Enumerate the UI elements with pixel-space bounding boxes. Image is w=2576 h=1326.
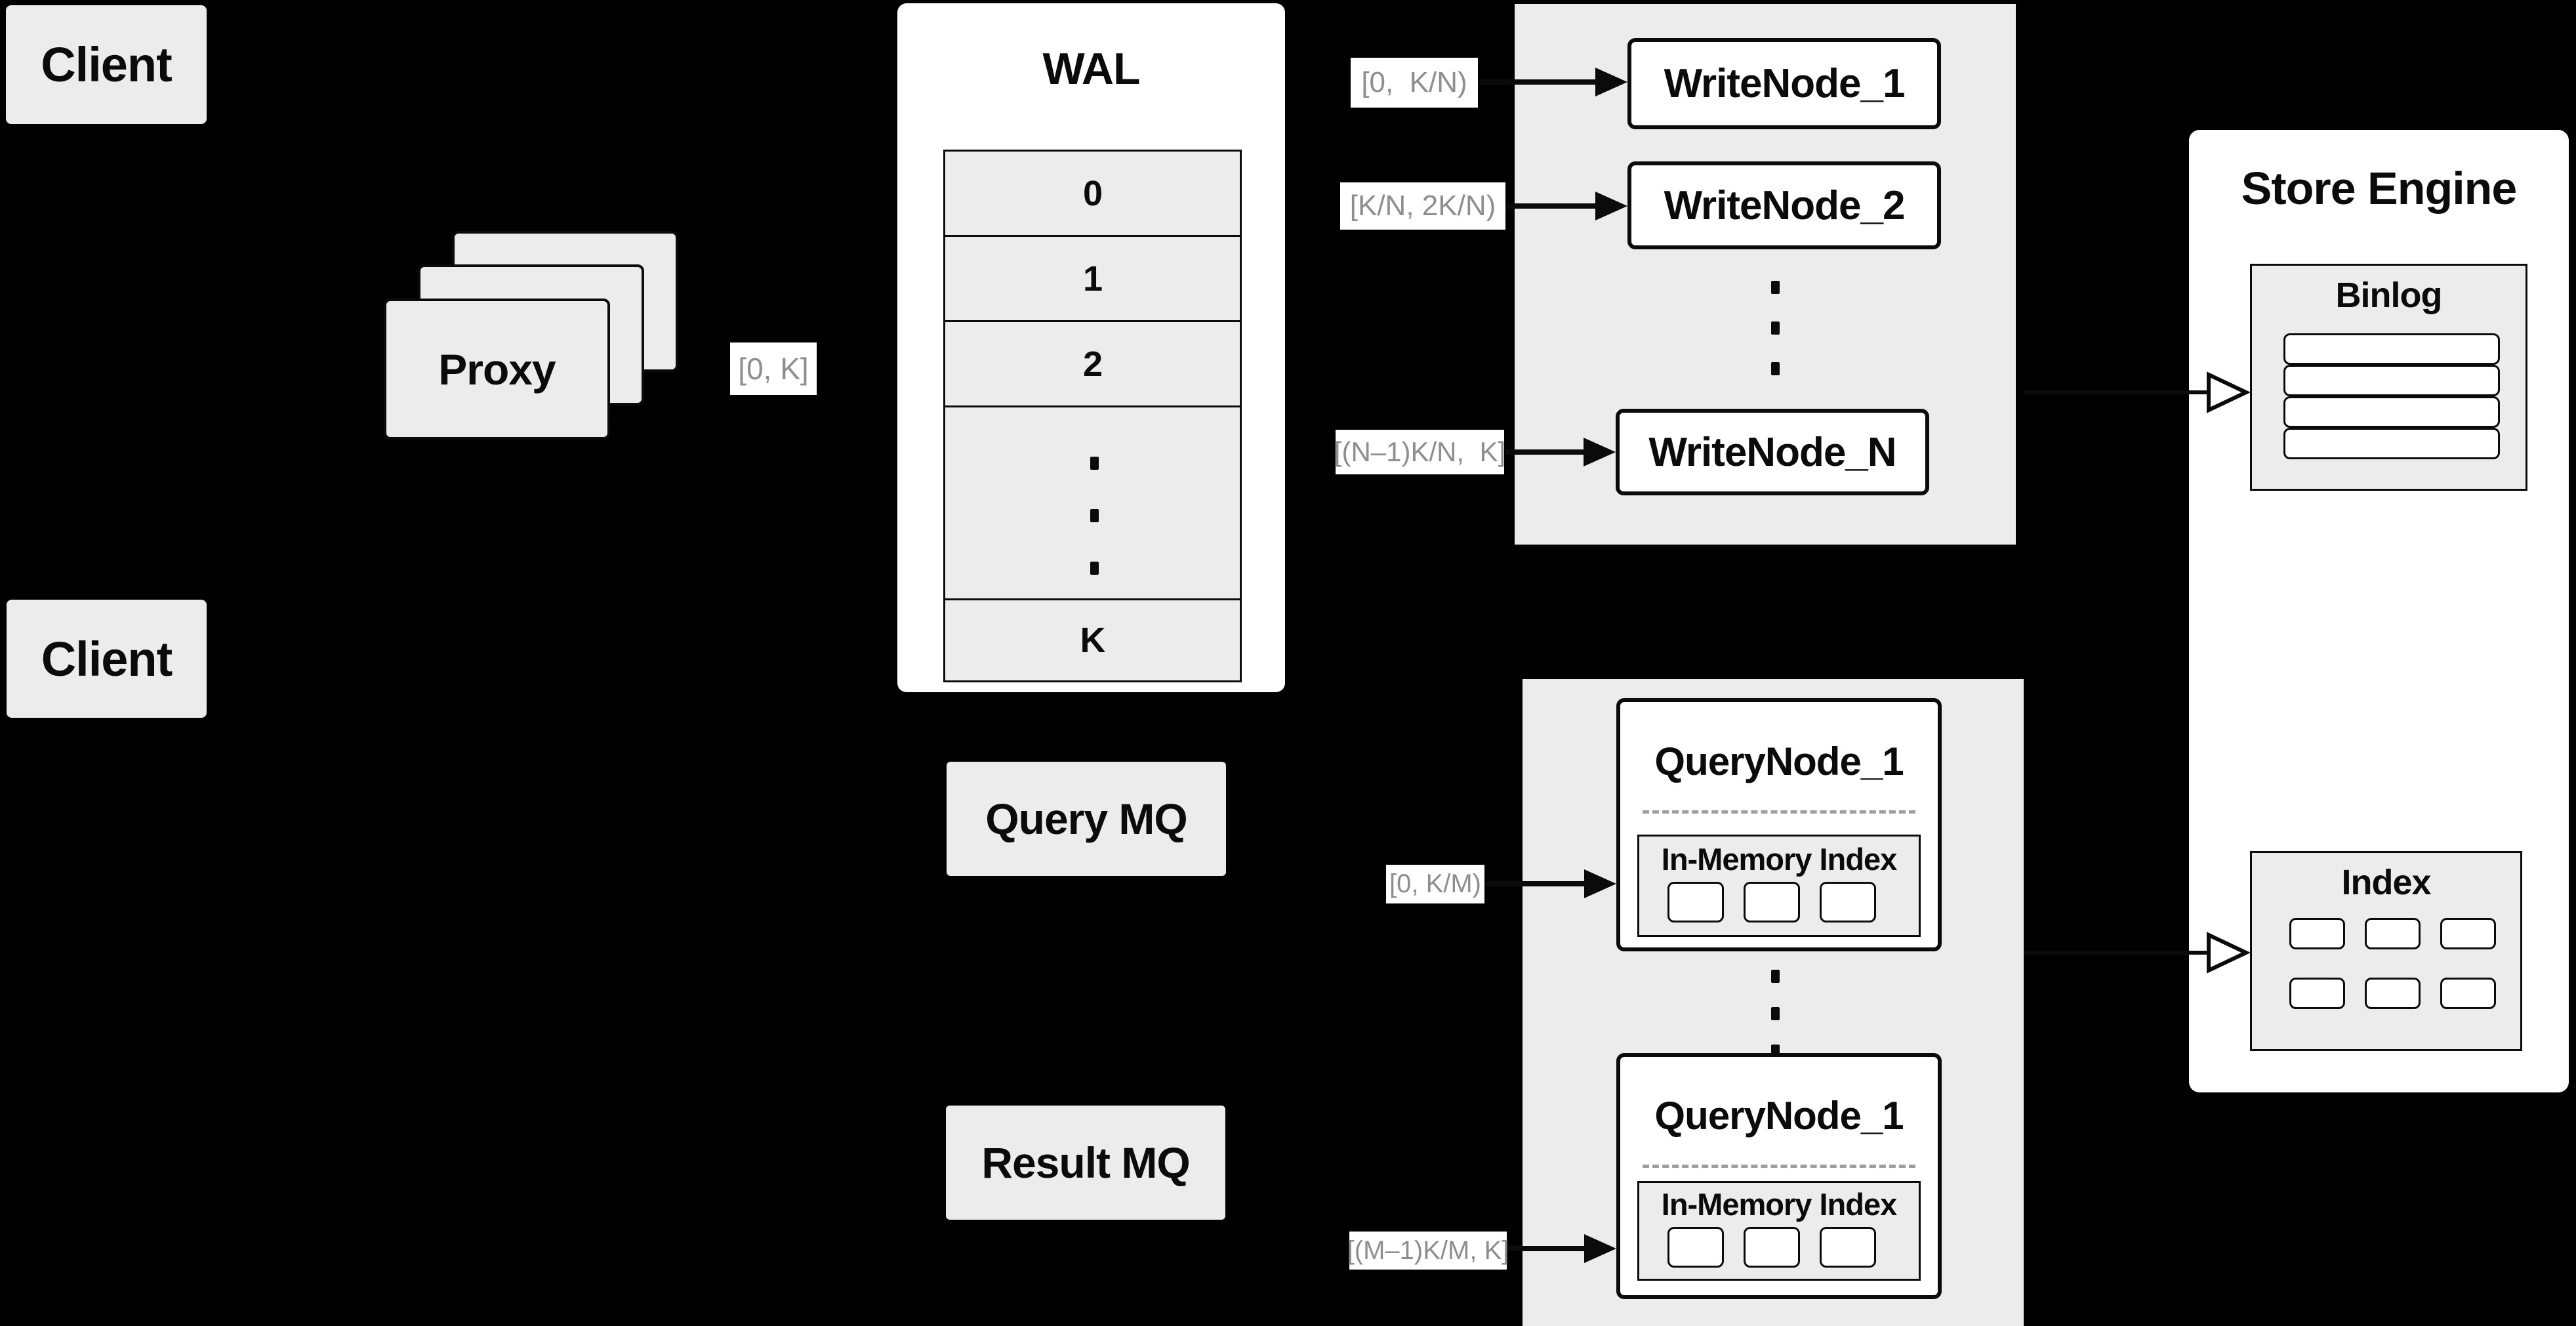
result-mq-box: Result MQ bbox=[946, 1106, 1225, 1220]
wal-row-0: 0 bbox=[945, 152, 1240, 237]
wal-ellipsis-dot bbox=[1090, 457, 1099, 470]
querynode-bottom-inmem-title: In-Memory Index bbox=[1637, 1186, 1921, 1222]
inmem-segment bbox=[1744, 1227, 1800, 1268]
index-segment bbox=[2289, 918, 2345, 949]
binlog-row bbox=[2283, 365, 2500, 396]
query-mq-box: Query MQ bbox=[947, 762, 1226, 876]
querynode-bottom-divider bbox=[1643, 1165, 1915, 1168]
inmem-segment bbox=[1744, 882, 1800, 922]
writenode-ellipsis-dot bbox=[1771, 362, 1780, 375]
range-label-writenode-2-text: [K/N, 2K/N) bbox=[1349, 190, 1496, 222]
range-label-querynode-bottom-text: [(M–1)K/M, K] bbox=[1347, 1235, 1509, 1265]
index-segment bbox=[2289, 978, 2345, 1009]
index-title: Index bbox=[2250, 860, 2522, 905]
inmem-segment bbox=[1820, 882, 1876, 922]
wal-ellipsis-dot bbox=[1090, 562, 1099, 575]
range-label-querynode-top: [0, K/M) bbox=[1386, 865, 1484, 903]
index-title-text: Index bbox=[2341, 863, 2431, 902]
range-label-writenode-1: [0, K/N) bbox=[1351, 58, 1478, 108]
query-mq-label: Query MQ bbox=[985, 795, 1187, 843]
range-label-writenode-1-text: [0, K/N) bbox=[1361, 66, 1467, 98]
writenode-n-label: WriteNode_N bbox=[1648, 429, 1896, 475]
querynode-top-title-text: QueryNode_1 bbox=[1654, 739, 1904, 783]
wal-row-k-text: K bbox=[1080, 621, 1106, 660]
wal-row-2-text: 2 bbox=[1082, 344, 1103, 384]
wal-row-1: 1 bbox=[945, 237, 1240, 322]
writenode-2-box: WriteNode_2 bbox=[1627, 161, 1941, 249]
writenode-ellipsis-dot bbox=[1771, 281, 1780, 294]
wal-table: 0 1 2 K bbox=[943, 150, 1242, 682]
wal-row-k: K bbox=[945, 600, 1240, 680]
binlog-row bbox=[2283, 333, 2500, 365]
client-bottom-label: Client bbox=[41, 631, 173, 686]
writenode-1-box: WriteNode_1 bbox=[1627, 38, 1941, 129]
querynode-ellipsis-dot bbox=[1771, 1007, 1780, 1020]
result-mq-label: Result MQ bbox=[981, 1138, 1190, 1187]
wal-title: WAL bbox=[897, 43, 1285, 95]
wal-row-1-text: 1 bbox=[1082, 259, 1103, 299]
binlog-row bbox=[2283, 428, 2500, 459]
store-engine-title: Store Engine bbox=[2189, 159, 2569, 218]
inmem-segment bbox=[1667, 1227, 1724, 1268]
writenode-ellipsis-dot bbox=[1771, 321, 1780, 335]
wal-row-ellipsis bbox=[945, 407, 1240, 600]
wal-row-2: 2 bbox=[945, 322, 1240, 407]
index-segment bbox=[2440, 978, 2496, 1009]
proxy-box: Proxy bbox=[384, 299, 610, 440]
proxy-label: Proxy bbox=[438, 344, 556, 394]
range-label-proxy-wal-text: [0, K] bbox=[738, 352, 809, 386]
querynode-ellipsis-dot bbox=[1771, 970, 1780, 983]
client-box-bottom: Client bbox=[7, 600, 207, 718]
querynode-bottom-title-text: QueryNode_1 bbox=[1654, 1093, 1904, 1138]
index-segment bbox=[2365, 918, 2421, 949]
wal-row-0-text: 0 bbox=[1082, 173, 1103, 213]
binlog-title: Binlog bbox=[2250, 272, 2527, 318]
wal-ellipsis-dot bbox=[1090, 509, 1099, 522]
querynode-top-inmem-title: In-Memory Index bbox=[1637, 841, 1921, 877]
client-box-top: Client bbox=[6, 5, 207, 124]
wal-title-text: WAL bbox=[1042, 44, 1140, 94]
querynode-bottom-inmem-title-text: In-Memory Index bbox=[1661, 1186, 1897, 1222]
range-label-querynode-top-text: [0, K/M) bbox=[1389, 869, 1482, 898]
binlog-title-text: Binlog bbox=[2335, 276, 2443, 315]
binlog-row bbox=[2283, 396, 2500, 428]
range-label-writenode-2: [K/N, 2K/N) bbox=[1340, 182, 1505, 230]
inmem-segment bbox=[1667, 882, 1724, 922]
querynode-top-title: QueryNode_1 bbox=[1616, 732, 1942, 791]
index-segment bbox=[2365, 978, 2421, 1009]
writenode-n-box: WriteNode_N bbox=[1616, 409, 1929, 495]
querynode-top-inmem-title-text: In-Memory Index bbox=[1661, 841, 1897, 877]
range-label-proxy-wal: [0, K] bbox=[730, 342, 817, 395]
querynode-top-divider bbox=[1643, 810, 1915, 814]
index-box bbox=[2250, 851, 2522, 1051]
range-label-querynode-bottom: [(M–1)K/M, K] bbox=[1347, 1232, 1509, 1270]
inmem-segment bbox=[1820, 1227, 1876, 1268]
writenode-1-label: WriteNode_1 bbox=[1664, 61, 1906, 106]
client-top-label: Client bbox=[41, 37, 173, 92]
index-segment bbox=[2440, 918, 2496, 949]
querynode-bottom-title: QueryNode_1 bbox=[1616, 1086, 1942, 1145]
range-label-writenode-n-text: [(N–1)K/N, K] bbox=[1334, 436, 1506, 467]
writenode-2-label: WriteNode_2 bbox=[1664, 182, 1906, 228]
store-engine-title-text: Store Engine bbox=[2241, 163, 2518, 214]
range-label-writenode-n: [(N–1)K/N, K] bbox=[1334, 430, 1506, 474]
